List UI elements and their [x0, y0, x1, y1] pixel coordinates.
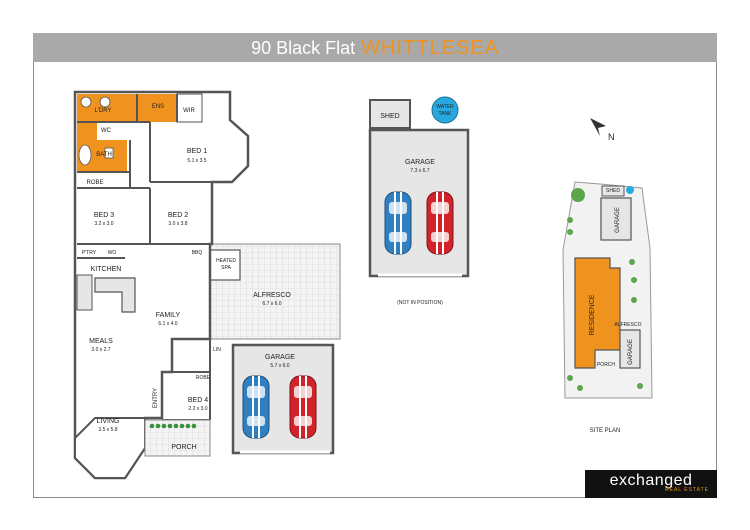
suburb-text: WHITTLESEA — [361, 37, 499, 59]
room-label-alfresco: ALFRESCO — [253, 292, 291, 299]
hedge-row — [149, 423, 197, 429]
north-arrow: N — [590, 118, 615, 142]
room-label-kitchen: KITCHEN — [91, 266, 122, 273]
room-size-meals: 3.0 x 2.7 — [91, 347, 110, 353]
shed-building — [369, 99, 411, 129]
room-label-robe1: ROBE — [86, 180, 103, 186]
car-blue-shed — [384, 191, 412, 255]
room-size-bed2: 3.0 x 3.8 — [168, 221, 187, 227]
room-size-bed4: 2.2 x 3.0 — [188, 406, 207, 412]
room-label-robe2: ROBE — [196, 375, 211, 381]
room-size-bed1: 5.1 x 3.5 — [187, 158, 206, 164]
tub-fixture — [99, 96, 111, 108]
water-tank-label-1: WATER — [436, 104, 454, 110]
site-residence-label: RESIDENCE — [589, 294, 596, 335]
room-label-living: LIVING — [97, 418, 120, 425]
room-label-ldry: L'DRY — [94, 108, 111, 114]
room-label-spa-1: HEATED — [216, 258, 236, 264]
room-label-wc: WC — [101, 128, 112, 134]
site-garage-1-label: GARAGE — [615, 207, 621, 233]
room-label-bed4: BED 4 — [188, 397, 208, 404]
room-label-ens: ENS — [152, 104, 164, 110]
kitchen-counter — [76, 274, 93, 311]
brand-logo: exchanged REAL ESTATE — [585, 470, 717, 498]
room-label-ptry: P'TRY — [82, 250, 97, 256]
wir-area — [176, 93, 203, 123]
address-text: 90 Black Flat — [251, 38, 356, 58]
room-label-wo: WO — [108, 250, 117, 256]
room-label-bed3: BED 3 — [94, 212, 114, 219]
site-trees — [567, 188, 643, 391]
room-size-bed3: 3.2 x 3.0 — [94, 221, 113, 227]
water-tank-label-2: TANK — [439, 111, 453, 117]
room-label-bath: BATH — [96, 152, 112, 158]
room-label-meals: MEALS — [89, 338, 113, 345]
wc-area — [77, 122, 97, 140]
room-size-family: 6.1 x 4.0 — [158, 321, 177, 327]
site-porch-label: PORCH — [597, 362, 615, 368]
room-label-bed1: BED 1 — [187, 148, 207, 155]
room-label-wir: WIR — [183, 108, 195, 114]
room-label-entry: ENTRY — [153, 388, 159, 408]
water-tank — [431, 96, 459, 124]
vanity-fixture — [104, 147, 114, 159]
room-size-alfresco: 6.7 x 6.0 — [262, 301, 281, 307]
room-label-lin: LIN — [213, 347, 221, 353]
site-water-tank — [626, 186, 634, 194]
site-shed-label: SHED — [606, 188, 620, 194]
car-red-shed — [426, 191, 454, 255]
car-red-main — [289, 375, 317, 439]
site-alfresco-label: ALFRESCO — [615, 322, 642, 328]
sink-fixture — [80, 96, 92, 108]
room-size-living: 3.5 x 5.8 — [98, 427, 117, 433]
site-garage-2-label: GARAGE — [628, 339, 634, 365]
room-label-bed2: BED 2 — [168, 212, 188, 219]
shed-label: SHED — [380, 113, 399, 120]
bathtub-fixture — [78, 144, 92, 166]
car-blue-main — [242, 375, 270, 439]
north-label: N — [608, 132, 615, 142]
shed-garage-label: GARAGE — [405, 159, 435, 166]
not-in-position-note: (NOT IN POSITION) — [397, 300, 443, 306]
room-label-spa-2: SPA — [221, 265, 231, 271]
site-garage-2 — [619, 329, 641, 369]
ensuite-area — [137, 94, 177, 122]
room-label-bbq: BBQ — [192, 250, 203, 256]
site-plan-caption: SITE PLAN — [590, 428, 621, 434]
brand-tagline: REAL ESTATE — [665, 487, 709, 493]
room-label-family: FAMILY — [156, 312, 181, 319]
site-shed — [601, 185, 625, 197]
shed-garage-size: 7.3 x 6.7 — [410, 168, 429, 174]
room-size-garage: 5.7 x 6.0 — [270, 363, 289, 369]
room-label-porch: PORCH — [171, 444, 196, 451]
brand-name: exchanged — [609, 472, 693, 489]
kitchen-bench — [94, 277, 136, 313]
room-label-garage: GARAGE — [265, 354, 295, 361]
site-garage-1 — [600, 197, 632, 241]
